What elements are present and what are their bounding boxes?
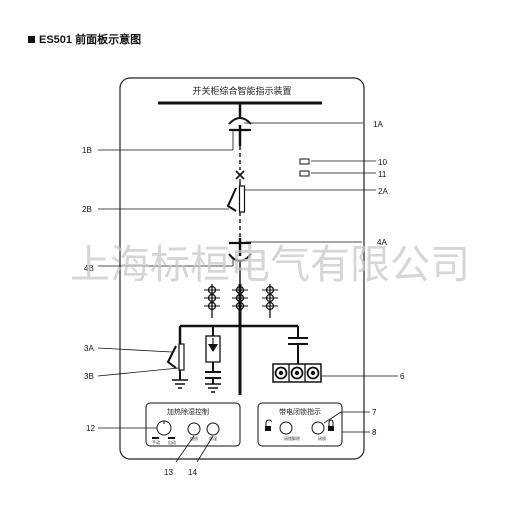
leader-lines <box>97 122 398 463</box>
callout-14: 14 <box>188 468 197 477</box>
heating-indicator-lamp <box>187 422 201 436</box>
earth-switch-indicator <box>178 343 185 371</box>
callout-11: 11 <box>378 170 387 179</box>
arrester-ground-symbol <box>205 383 221 393</box>
status-led-11 <box>299 170 310 177</box>
earth-ground-symbol <box>172 379 188 389</box>
heater-panel-title: 加热除湿控制 <box>167 407 209 416</box>
heading-text: ES501 前面板示意图 <box>39 34 142 46</box>
callout-12: 12 <box>86 424 95 433</box>
callout-3a: 3A <box>84 344 94 353</box>
earth-switch <box>166 345 177 369</box>
breaker-switch <box>226 187 237 212</box>
callout-8: 8 <box>372 428 377 437</box>
status-led-10 <box>299 158 310 165</box>
heater-auto-label: 自动 <box>168 439 176 445</box>
unlock-indicator-lamp <box>279 421 293 435</box>
current-transformer-group <box>204 284 278 395</box>
unlock-icon <box>265 419 272 431</box>
live-lock-box <box>257 402 343 447</box>
breaker-indicator-bar <box>238 185 246 213</box>
live-indicator-lamps <box>272 363 322 383</box>
panel-title: 开关柜综合智能指示装置 <box>192 85 291 97</box>
page-heading: ES501 前面板示意图 <box>28 31 141 47</box>
lock-indicator-lamp <box>311 421 325 435</box>
callout-7: 7 <box>372 408 377 417</box>
lock-panel-title: 带电闭锁指示 <box>279 407 321 416</box>
bullet-square-icon <box>28 35 35 43</box>
arrester-arrow-icon <box>208 344 218 352</box>
callout-1b: 1B <box>82 146 92 155</box>
lock-icon <box>328 419 334 431</box>
lower-plug-arc <box>228 253 252 262</box>
callout-13: 13 <box>164 468 173 477</box>
heating-lamp-label: 加热 <box>190 435 198 441</box>
dehumidify-indicator-lamp <box>206 422 220 436</box>
lock-lamp-label: 闭锁 <box>318 435 326 441</box>
callout-1a: 1A <box>373 120 383 129</box>
watermark-text: 上海标桓电气有限公司 <box>70 242 470 288</box>
device-panel-frame <box>119 77 365 460</box>
auto-position-mark <box>168 437 175 439</box>
unlock-lamp-label: 闭锁解除 <box>284 435 300 441</box>
heater-manual-label: 手动 <box>152 439 160 445</box>
callout-4a: 4A <box>377 238 387 247</box>
callout-6: 6 <box>400 372 405 381</box>
callout-3b: 3B <box>84 372 94 381</box>
dehumidify-lamp-label: 除湿 <box>209 435 217 441</box>
callout-2b: 2B <box>82 205 92 214</box>
manual-position-mark <box>152 437 159 439</box>
upper-plug-arc <box>228 117 252 125</box>
callout-10: 10 <box>378 158 387 167</box>
callout-2a: 2A <box>378 187 388 196</box>
callout-4b: 4B <box>84 264 94 273</box>
